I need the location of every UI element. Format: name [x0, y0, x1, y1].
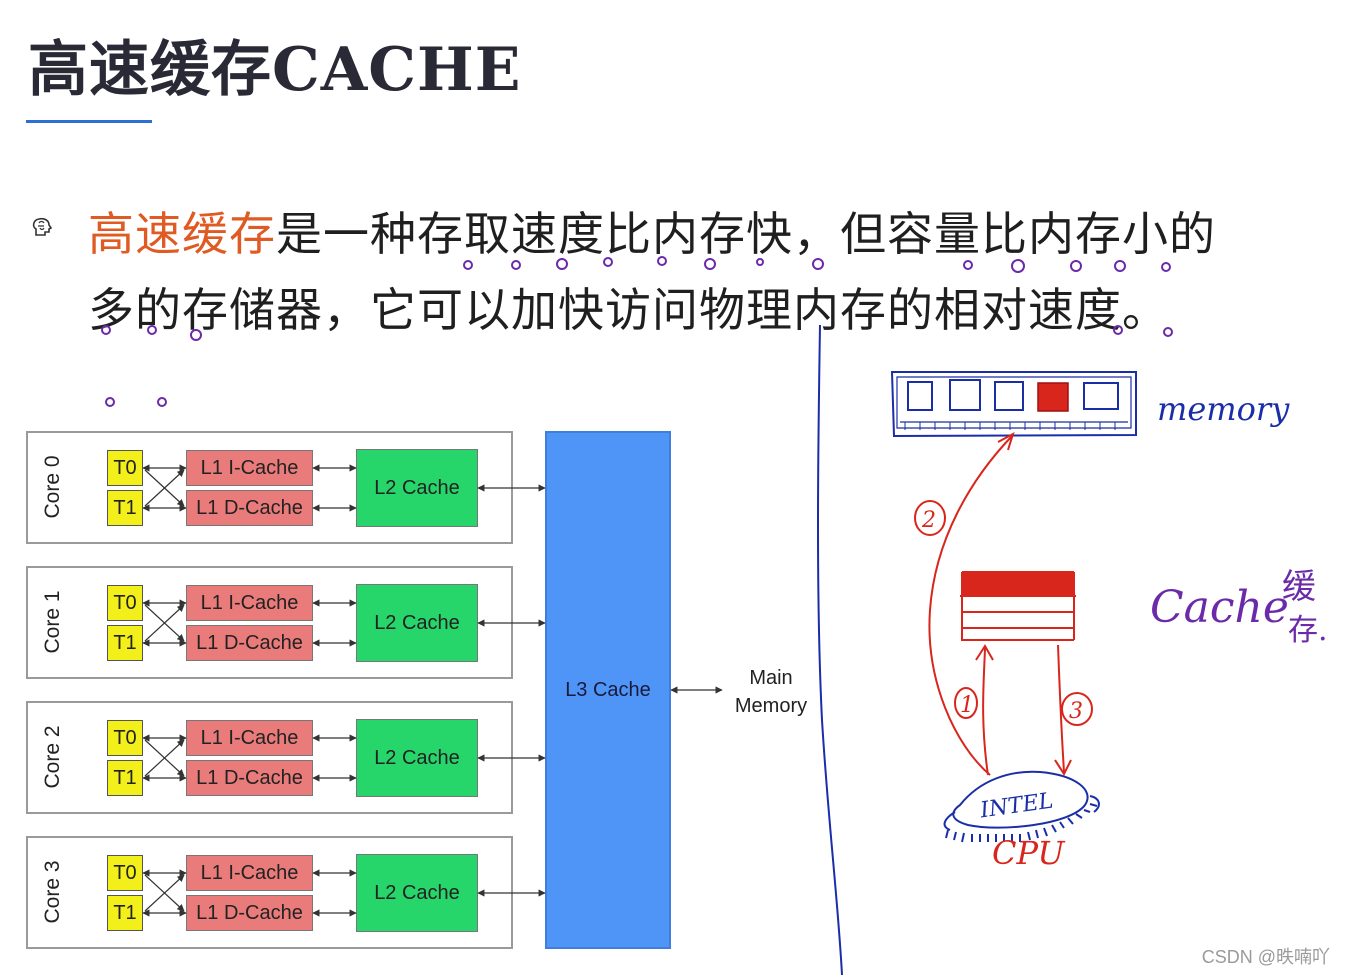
watermark: CSDN @昳喃吖: [1201, 947, 1330, 967]
core-2-connectors: [142, 734, 546, 782]
cache-chinese-1: 缓: [1282, 567, 1316, 607]
core-2-l1-icache: L1 I-Cache: [186, 720, 313, 756]
page-title: 高速缓存CACHE: [28, 35, 522, 105]
cpu-label: CPU: [992, 834, 1065, 872]
definition-paragraph: 高速缓存是一种存取速度比内存快，但容量比内存小的多的存储器，它可以加快访问物理内…: [88, 196, 1228, 348]
title-underline: [26, 120, 152, 123]
cache-block-drawing: [960, 571, 1076, 641]
core-3-l1-icache: L1 I-Cache: [186, 855, 313, 891]
core-3-l1-dcache: L1 D-Cache: [186, 895, 313, 931]
core-2-l1-dcache: L1 D-Cache: [186, 760, 313, 796]
core-3-t0: T0: [107, 855, 143, 891]
step-3-number: 3: [1069, 699, 1083, 724]
main-memory-label: Main Memory: [726, 664, 816, 720]
core-1-connectors: [142, 599, 546, 647]
main-memory-line-1: Main: [749, 667, 793, 689]
cache-label: Cache: [1150, 582, 1289, 633]
core-2-t0: T0: [107, 720, 143, 756]
step-2-number: 2: [921, 508, 936, 533]
core-0-l1-icache: L1 I-Cache: [186, 450, 313, 486]
core-1-l1-icache: L1 I-Cache: [186, 585, 313, 621]
cpu-chip-drawing: [943, 770, 1100, 843]
cache-chinese-2: 存.: [1288, 613, 1328, 648]
main-memory-line-2: Memory: [734, 695, 808, 717]
core-0-connectors: [142, 464, 546, 512]
hand-divider-line: [817, 324, 843, 976]
memory-label: memory: [1157, 390, 1290, 428]
core-0-t1: T1: [107, 490, 143, 526]
core-0-t0: T0: [107, 450, 143, 486]
core-2-t1: T1: [107, 760, 143, 796]
step-number-circles: [914, 500, 1093, 726]
memory-highlighted-block: [1037, 382, 1069, 412]
highlight-term: 高速缓存: [88, 207, 276, 261]
core-0-l2-cache: L2 Cache: [356, 449, 478, 527]
definition-text: 是一种存取速度比内存快，但容量比内存小的多的存储器，它可以加快访问物理内存的相对…: [88, 207, 1216, 337]
data-flow-arrows: [928, 431, 1072, 777]
core-0-l1-dcache: L1 D-Cache: [186, 490, 313, 526]
step-1-number: 1: [960, 693, 974, 718]
memory-strip-drawing: [890, 371, 1137, 438]
core-3-connectors: [142, 869, 546, 917]
cpu-chip-text: INTEL: [978, 788, 1055, 823]
core-1-l1-dcache: L1 D-Cache: [186, 625, 313, 661]
l3-cache: L3 Cache: [545, 431, 671, 949]
core-1-t1: T1: [107, 625, 143, 661]
core-1-l2-cache: L2 Cache: [356, 584, 478, 662]
brain-bullet-icon: [32, 217, 53, 236]
core-1-t0: T0: [107, 585, 143, 621]
